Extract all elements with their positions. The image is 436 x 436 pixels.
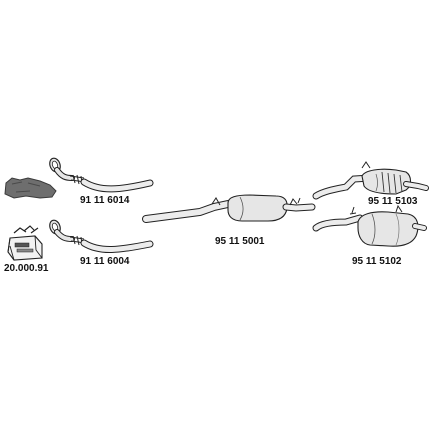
part-number-label: 95 11 5102 <box>352 256 402 268</box>
part-number-label: 20.000.91 <box>4 263 49 275</box>
mounting-kit-icon <box>8 226 42 260</box>
front-pipe-lower-drawing <box>48 219 150 250</box>
part-number-label: 95 11 5103 <box>368 196 418 208</box>
center-silencer-drawing <box>146 195 312 221</box>
rear-silencer-upper-drawing <box>316 162 426 196</box>
rear-silencer-lower-drawing <box>316 206 424 246</box>
part-number-label: 91 11 6014 <box>80 195 130 207</box>
catalytic-converter-icon <box>5 178 56 198</box>
front-pipe-upper-drawing <box>48 157 150 189</box>
part-number-label: 91 11 6004 <box>80 256 130 268</box>
part-number-label: 95 11 5001 <box>215 236 265 248</box>
